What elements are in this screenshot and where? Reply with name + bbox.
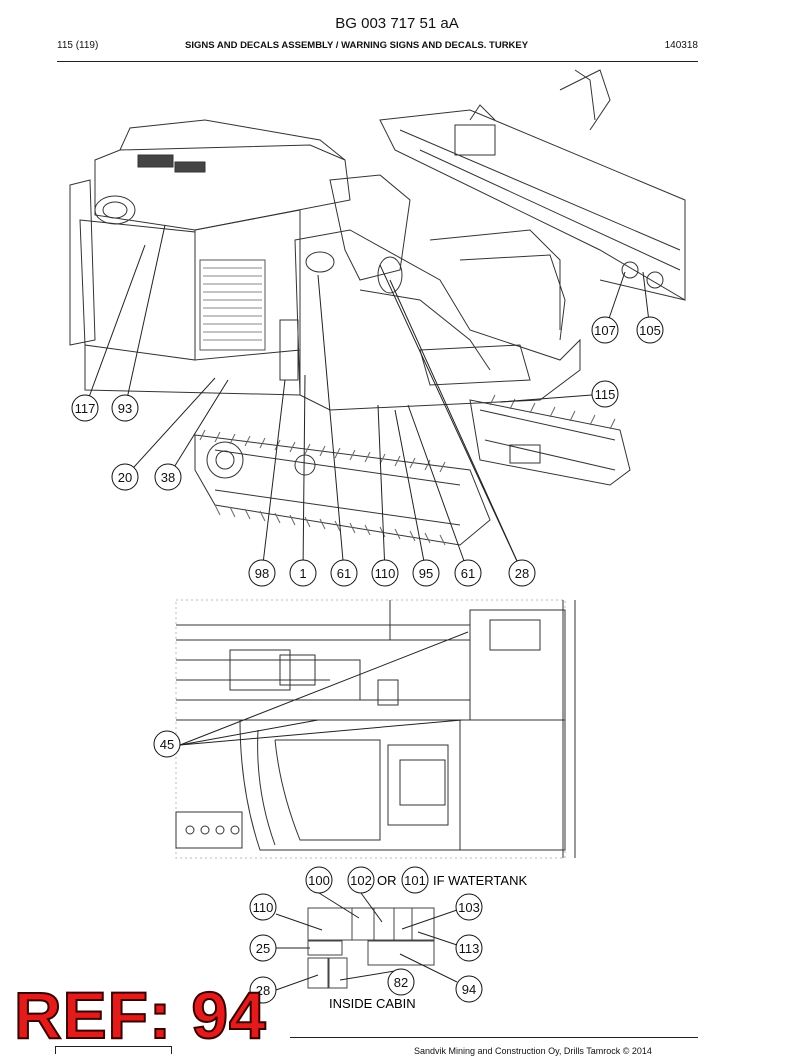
decal-slot-101 <box>393 907 413 941</box>
callout-100: 100 <box>305 866 333 894</box>
leader-lines <box>179 631 469 746</box>
decal-slot-110 <box>307 907 353 941</box>
svg-text:110: 110 <box>375 566 396 581</box>
header-rule <box>57 61 698 62</box>
callout-110-cabin: 110 <box>249 893 277 921</box>
document-code: 140318 <box>664 40 698 51</box>
svg-text:113: 113 <box>459 941 480 956</box>
svg-text:115: 115 <box>595 387 616 402</box>
decal-layout <box>275 892 458 991</box>
svg-text:102: 102 <box>350 873 372 888</box>
svg-text:95: 95 <box>419 566 433 581</box>
svg-text:28: 28 <box>515 566 529 581</box>
decal-slot-25 <box>307 940 343 956</box>
sandvik-logo <box>55 1046 172 1054</box>
decal-slot-103 <box>411 907 435 941</box>
callout-105: 105 <box>636 316 664 344</box>
engine-housing <box>69 119 351 396</box>
callout-115: 115 <box>591 380 619 408</box>
svg-text:98: 98 <box>255 566 269 581</box>
callout-38: 38 <box>154 463 182 491</box>
decal-slot-94 <box>367 940 435 966</box>
callout-28-cabin: 28 <box>249 976 277 1004</box>
callout-107: 107 <box>591 316 619 344</box>
svg-text:1: 1 <box>299 566 306 581</box>
callout-102: 102 <box>347 866 375 894</box>
svg-text:107: 107 <box>594 323 616 338</box>
svg-text:103: 103 <box>458 900 480 915</box>
leader-lines <box>84 224 651 573</box>
svg-text:93: 93 <box>118 401 132 416</box>
callout-94: 94 <box>455 975 483 1003</box>
machine-plan-view <box>175 599 576 859</box>
drill-boom <box>379 69 686 301</box>
svg-text:117: 117 <box>75 401 96 416</box>
decal-slot-100 <box>351 907 375 941</box>
callout-1: 1 <box>289 559 317 587</box>
inside-cabin-label: INSIDE CABIN <box>329 996 416 1011</box>
svg-text:100: 100 <box>308 873 330 888</box>
machine-isometric-view <box>69 69 686 573</box>
callout-101: 101 <box>401 866 429 894</box>
callout-45: 45 <box>153 730 181 758</box>
callout-20: 20 <box>111 463 139 491</box>
decal-slot-82 <box>328 957 348 989</box>
callout-61: 61 <box>330 559 358 587</box>
leader-lines <box>275 892 458 991</box>
crawler-tracks <box>194 394 631 546</box>
callout-117: 117 <box>71 394 99 422</box>
page-title: SIGNS AND DECALS ASSEMBLY / WARNING SIGN… <box>185 40 529 51</box>
page-number: 115 (119) <box>57 40 99 51</box>
svg-text:82: 82 <box>394 975 408 990</box>
svg-text:110: 110 <box>253 900 274 915</box>
callout-28: 28 <box>508 559 536 587</box>
footer-copyright: Sandvik Mining and Construction Oy, Dril… <box>414 1046 652 1056</box>
svg-text:25: 25 <box>256 941 270 956</box>
svg-text:61: 61 <box>337 566 351 581</box>
footer-rule <box>290 1037 698 1038</box>
callout-98: 98 <box>248 559 276 587</box>
main-frame <box>294 174 581 411</box>
svg-text:105: 105 <box>639 323 661 338</box>
callout-95: 95 <box>412 559 440 587</box>
callout-61-second: 61 <box>454 559 482 587</box>
callout-113: 113 <box>455 934 483 962</box>
if-watertank-label: IF WATERTANK <box>433 873 527 888</box>
svg-text:61: 61 <box>461 566 475 581</box>
decal-slot-102 <box>373 907 395 941</box>
callout-110: 110 <box>371 559 399 587</box>
svg-text:38: 38 <box>161 470 175 485</box>
svg-text:94: 94 <box>462 982 476 997</box>
callout-93: 93 <box>111 394 139 422</box>
svg-text:28: 28 <box>256 983 270 998</box>
callout-103: 103 <box>455 893 483 921</box>
document-id: BG 003 717 51 aA <box>335 15 459 32</box>
svg-text:45: 45 <box>160 737 174 752</box>
callout-25: 25 <box>249 934 277 962</box>
ref-stamp: REF: 94 <box>13 978 267 1052</box>
decal-slot-28 <box>307 957 329 989</box>
svg-text:101: 101 <box>404 873 426 888</box>
or-label: OR <box>377 873 397 888</box>
callout-82: 82 <box>387 968 415 996</box>
svg-text:20: 20 <box>118 470 132 485</box>
